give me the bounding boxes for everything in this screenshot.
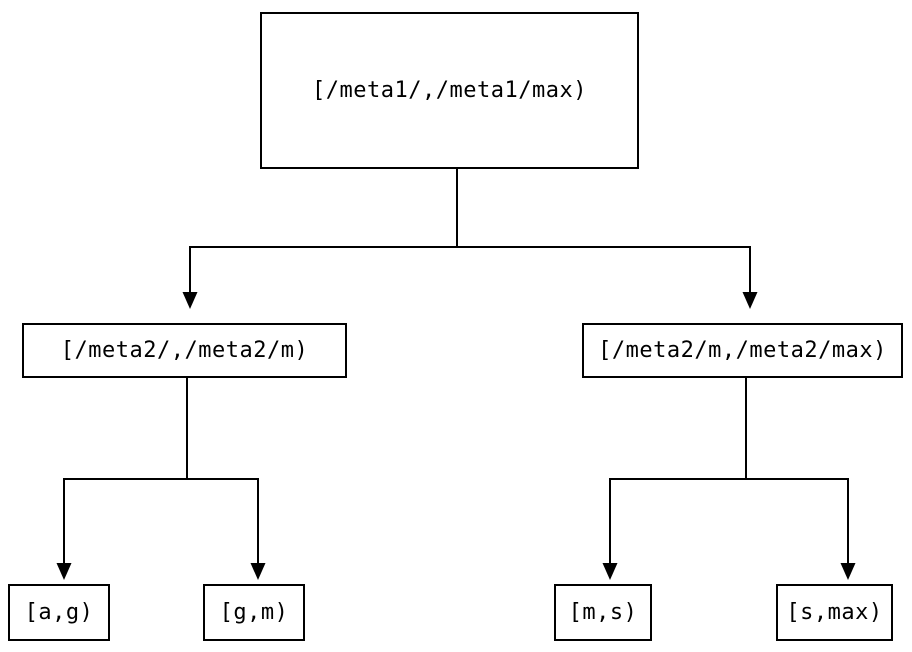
connector-left-to-leaves [63, 378, 259, 563]
connector-right-to-leaves [609, 378, 849, 563]
arrowhead-icon [250, 563, 266, 580]
connector-root-to-children [189, 169, 751, 292]
arrowhead-icon [602, 563, 618, 580]
tree-leaf-g-m: [g,m) [203, 584, 305, 641]
tree-leaf-a-g: [a,g) [8, 584, 110, 641]
arrowhead-icon [182, 292, 198, 309]
tree-node-right-child: [/meta2/m,/meta2/max) [582, 323, 903, 378]
tree-node-left-child: [/meta2/,/meta2/m) [22, 323, 347, 378]
tree-leaf-m-s: [m,s) [554, 584, 652, 641]
arrowhead-icon [840, 563, 856, 580]
tree-node-root: [/meta1/,/meta1/max) [260, 12, 639, 169]
tree-leaf-s-max: [s,max) [776, 584, 893, 641]
arrowhead-icon [56, 563, 72, 580]
arrowhead-icon [742, 292, 758, 309]
